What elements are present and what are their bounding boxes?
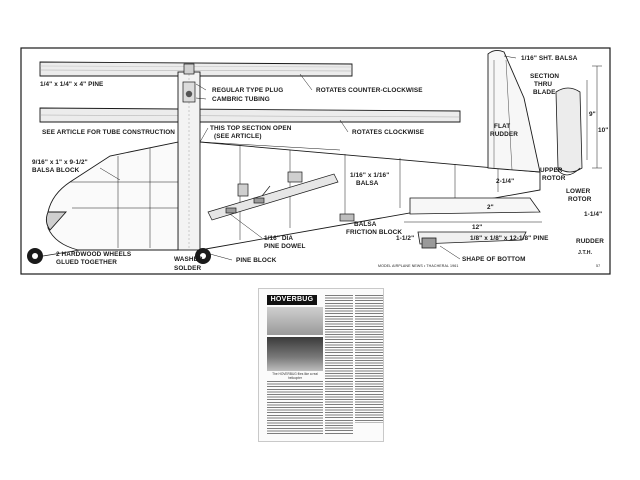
- blade-section: [555, 65, 602, 176]
- label-sht-balsa: 1/16" SHT. BALSA: [521, 55, 578, 62]
- article-photo-bottom: [267, 337, 323, 371]
- article-caption: The HOVERBUG flies like a real helicopte…: [272, 372, 318, 380]
- label-washer: WASHER: [174, 256, 203, 263]
- rudder-fin: [487, 49, 541, 173]
- article-title: HOVERBUG: [267, 295, 317, 305]
- label-section-thru: THRU: [534, 81, 552, 88]
- label-shape-bottom: SHAPE OF BOTTOM: [462, 256, 526, 263]
- label-cambric: CAMBRIC TUBING: [212, 96, 270, 103]
- label-rotates-cw: ROTATES CLOCKWISE: [352, 129, 425, 136]
- label-dim-10: 10": [598, 127, 608, 134]
- lower-rotor-blade: [39, 107, 461, 123]
- label-balsa-block-size: 9/16" x 1" x 9-1/2": [32, 159, 88, 166]
- label-dowel-size: 1/16" DIA: [264, 235, 293, 242]
- label-upper-rotor: ROTOR: [542, 175, 566, 182]
- label-credit: MODEL AIRPLANE NEWS • THACHERAL 1961: [378, 264, 458, 268]
- label-pine-block: PINE BLOCK: [236, 257, 277, 264]
- label-plug: REGULAR TYPE PLUG: [212, 87, 283, 94]
- label-balsa-square-size: 1/16" x 1/16": [350, 172, 389, 179]
- label-rudder: RUDDER: [576, 238, 604, 245]
- label-dim-12: 12": [472, 224, 482, 231]
- label-dim-1-1-2: 1-1/2": [396, 235, 414, 242]
- leader-lines: [99, 55, 517, 261]
- label-top-open: THIS TOP SECTION OPEN: [210, 125, 292, 132]
- label-wheels-glued: GLUED TOGETHER: [56, 259, 117, 266]
- friction-block: [339, 213, 355, 222]
- wheels: [27, 248, 211, 264]
- upper-rotor-blade: [39, 61, 353, 77]
- bottom-shape-view: [404, 197, 542, 249]
- label-flat: FLAT: [494, 123, 510, 130]
- label-lower: LOWER: [566, 188, 591, 195]
- hoverbug-article-page: HOVERBUG The HOVERBUG flies like a real …: [258, 288, 384, 442]
- label-balsa-square: BALSA: [356, 180, 379, 187]
- label-friction-balsa: BALSA: [354, 221, 377, 228]
- label-upper: UPPER: [540, 167, 563, 174]
- article-text-column-1: [267, 381, 323, 435]
- central-tube: [177, 63, 201, 251]
- label-dowel: PINE DOWEL: [264, 243, 305, 250]
- label-rotates-ccw: ROTATES COUNTER-CLOCKWISE: [316, 87, 423, 94]
- article-text-column-2: [325, 295, 353, 435]
- label-friction-block: FRICTION BLOCK: [346, 229, 402, 236]
- label-dim-1-1-4: 1-1/4": [584, 211, 602, 218]
- rotor-shaft-detail: [207, 171, 339, 221]
- label-pine-longeron: 1/8" x 1/8" x 12-1/8" PINE: [470, 235, 549, 242]
- fuselage: [45, 141, 541, 251]
- label-dim-2-1-4: 2-1/4": [496, 178, 514, 185]
- label-initials: J.T.H.: [578, 250, 593, 256]
- label-section: SECTION: [530, 73, 559, 80]
- label-section-blade: BLADE: [533, 89, 556, 96]
- label-pine-spar: 1/4" x 1/4" x 4" PINE: [40, 81, 104, 88]
- article-text-column-3: [355, 295, 383, 423]
- plan-border: [20, 47, 611, 275]
- label-page-number: 57: [596, 264, 600, 268]
- label-top-open-note: (SEE ARTICLE): [214, 133, 262, 140]
- label-balsa-block: BALSA BLOCK: [32, 167, 80, 174]
- label-solder: SOLDER: [174, 265, 202, 272]
- label-flat-rudder: RUDDER: [490, 131, 518, 138]
- label-dim-9: 9": [589, 111, 596, 118]
- label-lower-rotor: ROTOR: [568, 196, 592, 203]
- label-tube-construction: SEE ARTICLE FOR TUBE CONSTRUCTION: [42, 129, 175, 136]
- label-wheels: 2 HARDWOOD WHEELS: [56, 251, 132, 258]
- article-photo-top: [267, 307, 323, 335]
- label-dim-2: 2": [487, 204, 494, 211]
